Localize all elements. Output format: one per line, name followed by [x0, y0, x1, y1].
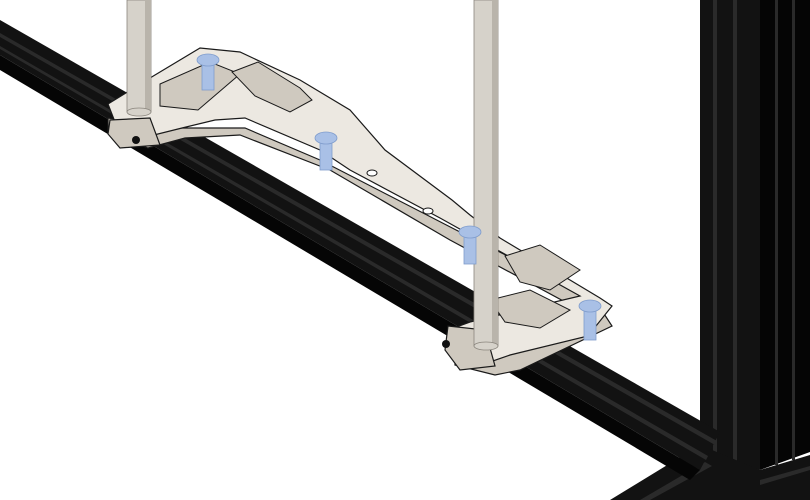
guide-rod-left: [126, 0, 152, 117]
guide-rod-right: [473, 0, 499, 351]
set-screw: [132, 136, 450, 348]
mount-bracket: [107, 47, 613, 376]
screw: [196, 53, 602, 341]
frame-rail: [0, 20, 720, 480]
vertical-extrusion: [700, 0, 810, 470]
